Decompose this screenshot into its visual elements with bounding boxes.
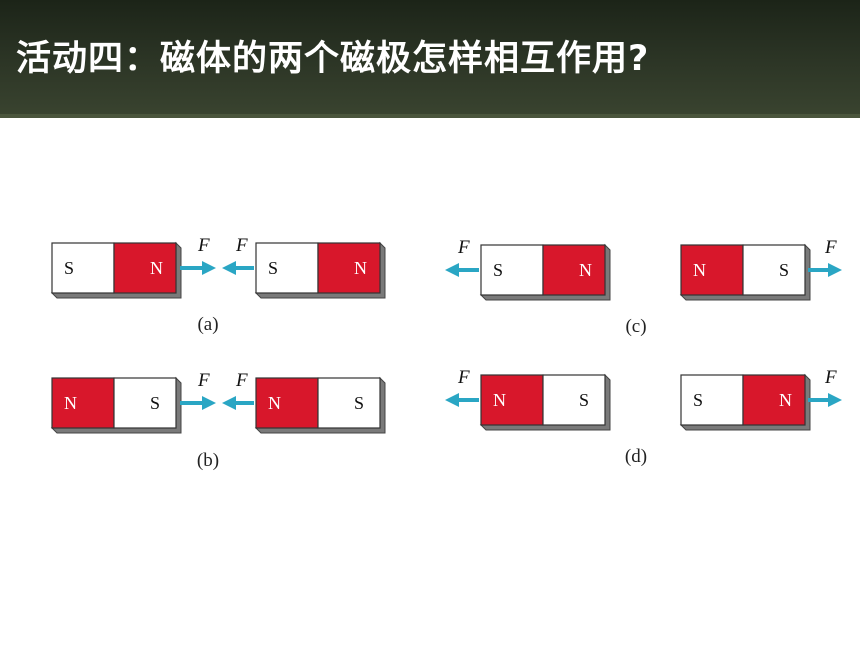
force-arrow-head [445, 263, 459, 277]
force-label: F [197, 370, 210, 391]
pole-south-block [742, 244, 806, 296]
pole-label-north: N [579, 260, 592, 280]
pole-label-north: N [779, 390, 792, 410]
pole-label-north: N [354, 258, 367, 278]
pole-label-south: S [64, 258, 74, 278]
pole-label-north: N [268, 393, 281, 413]
pole-north-block [680, 244, 744, 296]
page-title: 活动四：磁体的两个磁极怎样相互作用? [16, 39, 650, 79]
force-arrow-head [222, 261, 236, 275]
force-label: F [457, 237, 470, 258]
pole-label-south: S [354, 393, 364, 413]
panel-caption: (d) [625, 446, 647, 467]
force-label: F [824, 237, 837, 258]
panel-caption: (b) [197, 450, 219, 471]
pole-label-south: S [579, 390, 589, 410]
pole-south-block [680, 374, 744, 426]
force-arrow-3-1: F [808, 367, 842, 407]
pole-north-block [480, 374, 544, 426]
force-arrow-head [202, 261, 216, 275]
pole-north-block [255, 377, 319, 429]
pole-north-block [742, 374, 806, 426]
force-arrow-2-1: F [808, 237, 842, 277]
force-label: F [824, 367, 837, 388]
pole-south-block [51, 242, 115, 294]
force-arrow-head [222, 396, 236, 410]
pole-label-south: S [493, 260, 503, 280]
force-arrow-head [828, 393, 842, 407]
force-arrow-0-1: F [222, 235, 254, 275]
pole-south-block [113, 377, 177, 429]
pole-label-south: S [779, 260, 789, 280]
force-arrow-2-0: F [445, 237, 479, 277]
force-arrow-head [202, 396, 216, 410]
panel-caption: (a) [197, 314, 218, 335]
force-arrow-3-0: F [445, 367, 479, 407]
pole-north-block [542, 244, 606, 296]
force-arrow-head [445, 393, 459, 407]
title-bar: 活动四：磁体的两个磁极怎样相互作用? [0, 0, 860, 118]
pole-label-south: S [150, 393, 160, 413]
panel-caption: (c) [625, 316, 646, 337]
pole-label-south: S [268, 258, 278, 278]
force-arrow-1-0: F [180, 370, 216, 410]
force-label: F [235, 370, 248, 391]
pole-south-block [480, 244, 544, 296]
pole-south-block [255, 242, 319, 294]
pole-south-block [542, 374, 606, 426]
pole-south-block [317, 377, 381, 429]
force-arrow-head [828, 263, 842, 277]
pole-label-north: N [150, 258, 163, 278]
force-label: F [235, 235, 248, 256]
pole-label-south: S [693, 390, 703, 410]
force-label: F [457, 367, 470, 388]
pole-label-north: N [64, 393, 77, 413]
pole-north-block [317, 242, 381, 294]
pole-label-north: N [493, 390, 506, 410]
pole-label-north: N [693, 260, 706, 280]
pole-north-block [113, 242, 177, 294]
force-arrow-0-0: F [180, 235, 216, 275]
force-arrow-1-1: F [222, 370, 254, 410]
force-label: F [197, 235, 210, 256]
pole-north-block [51, 377, 115, 429]
